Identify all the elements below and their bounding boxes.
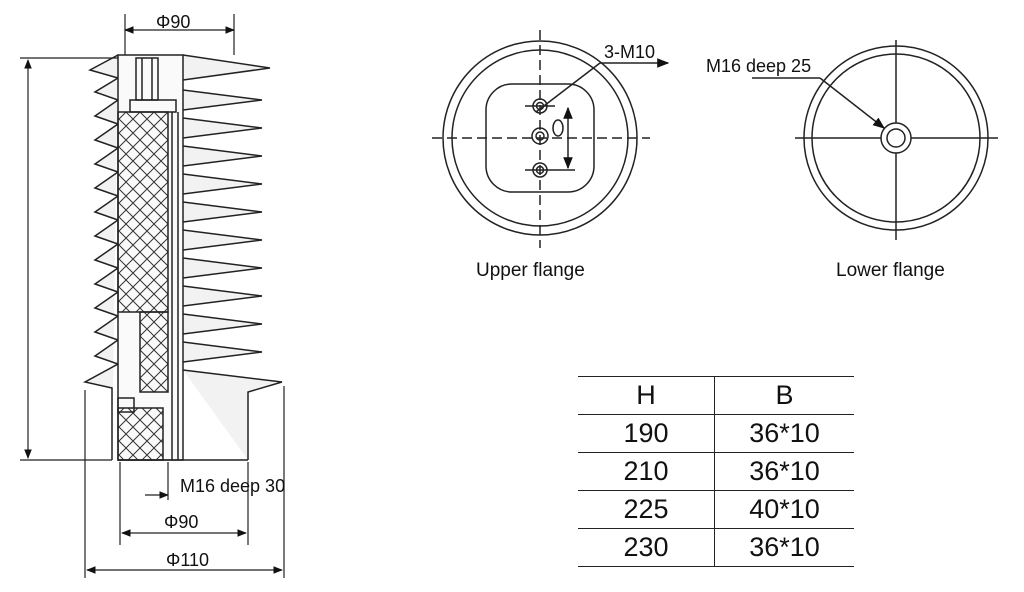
table-row: 225 40*10	[578, 490, 854, 529]
insulator-side-view	[82, 54, 283, 461]
right-sheds	[182, 54, 283, 460]
upper-flange-caption: Upper flange	[476, 260, 585, 281]
table-header-row: H B	[578, 376, 854, 415]
bottom-inner-diameter-label: Φ90	[164, 512, 198, 532]
cell-h: 210	[578, 452, 715, 491]
lower-flange-caption: Lower flange	[836, 260, 945, 281]
hatched-core-lower	[117, 407, 164, 461]
cell-b: 36*10	[714, 414, 854, 453]
table-row: 190 36*10	[578, 414, 854, 453]
spec-table: H B 190 36*10 210 36*10 225 40*10 230 36…	[578, 376, 854, 567]
side-dimensions	[20, 14, 285, 578]
header-b: B	[714, 376, 854, 415]
lower-flange-view	[752, 40, 998, 240]
left-sheds	[82, 54, 120, 460]
cell-h: 190	[578, 414, 715, 453]
upper-flange-hole-label: 3-M10	[604, 42, 655, 62]
cell-h: 225	[578, 490, 715, 529]
cell-b: 36*10	[714, 452, 854, 491]
header-h: H	[578, 376, 715, 415]
table-row: 230 36*10	[578, 528, 854, 567]
top-flange	[129, 99, 177, 113]
top-diameter-label: Φ90	[156, 12, 190, 32]
cell-b: 36*10	[714, 528, 854, 567]
bottom-insert	[117, 397, 135, 413]
bottom-hole-label: M16 deep 30	[180, 476, 285, 496]
cell-h: 230	[578, 528, 715, 567]
hatched-core-upper	[117, 111, 169, 313]
bottom-outer-diameter-label: Φ110	[166, 550, 209, 570]
upper-flange-view	[432, 30, 670, 248]
hatched-core-middle	[139, 311, 169, 393]
lower-flange-hole-label: M16 deep 25	[706, 56, 811, 76]
table-row: 210 36*10	[578, 452, 854, 491]
cell-b: 40*10	[714, 490, 854, 529]
